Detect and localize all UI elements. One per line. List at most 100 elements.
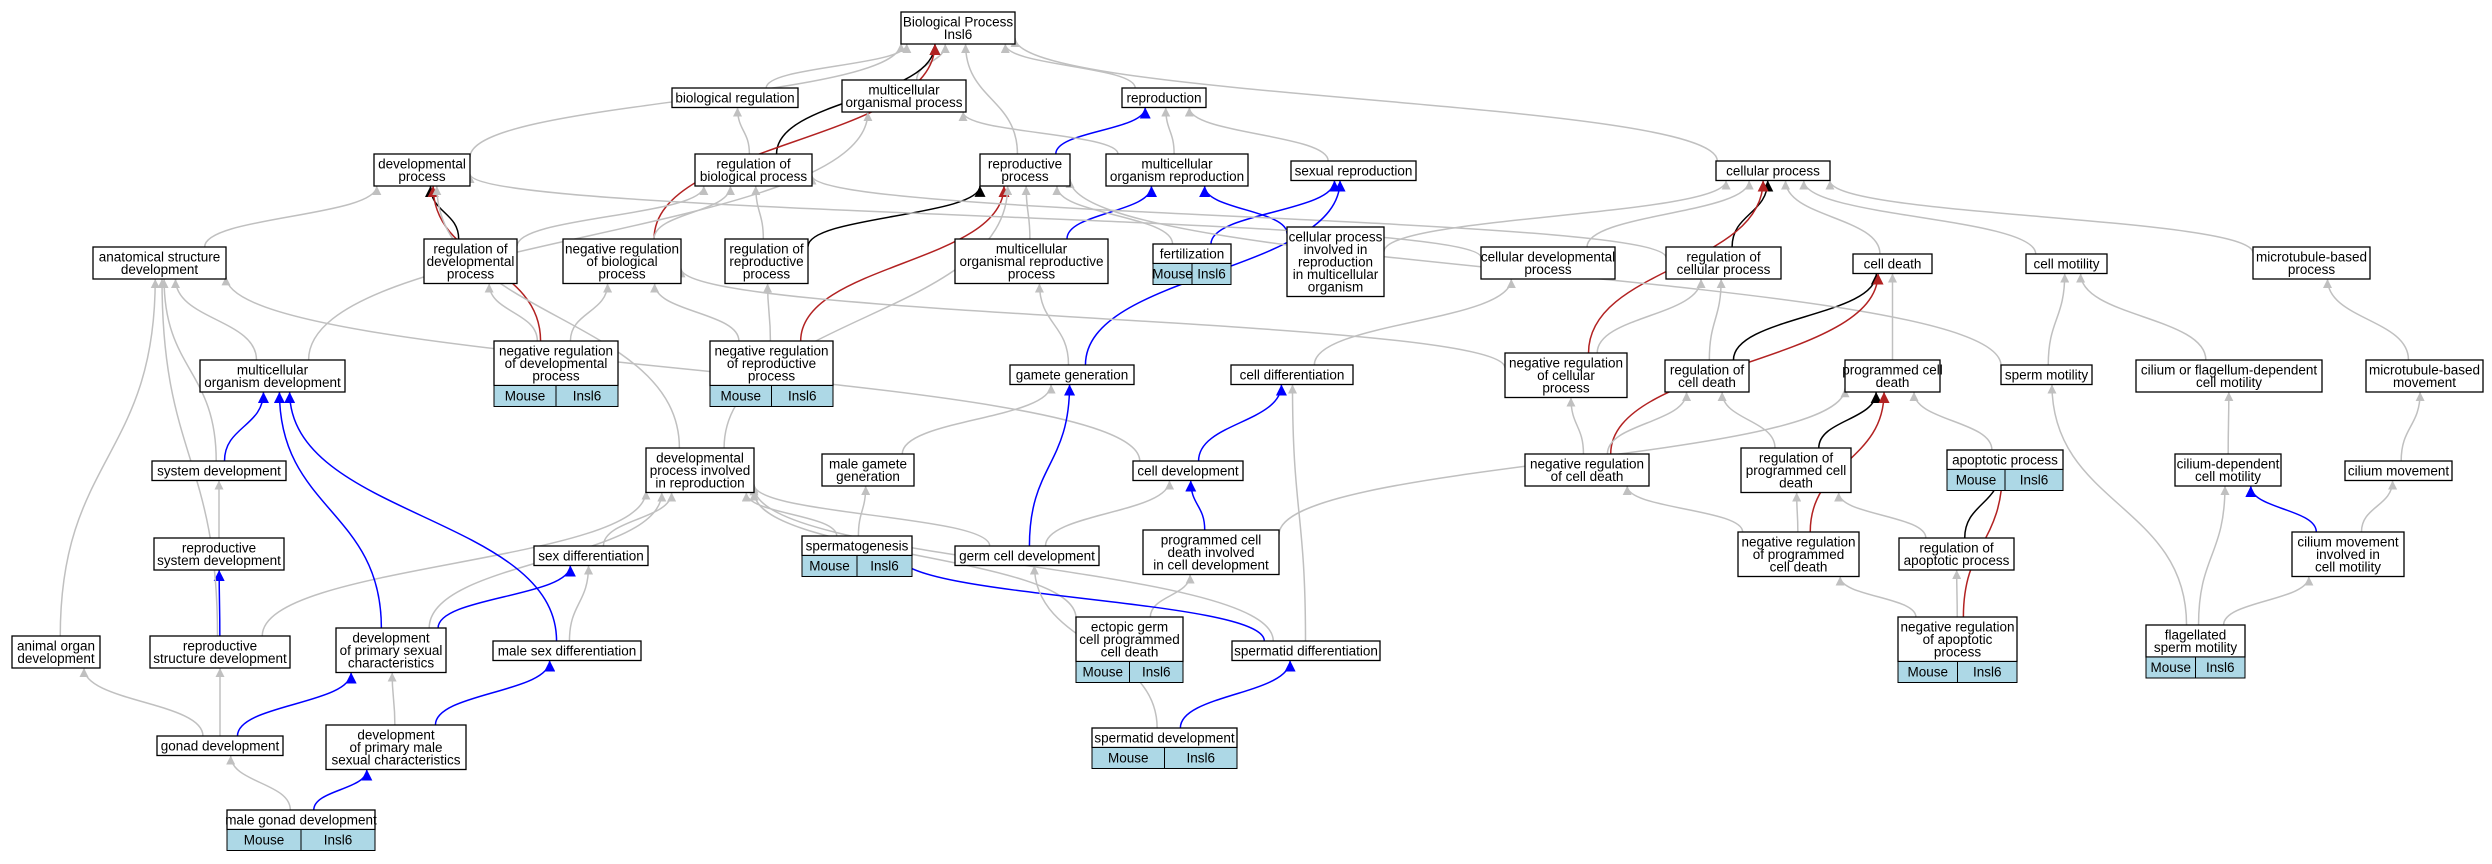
term-box [151,460,287,482]
edge-is-a [1383,180,1731,252]
edge-is-a [2224,391,2234,455]
term-node-spermatid-differentiation[interactable]: spermatid differentiation [1231,640,1381,662]
edge-is-a [59,278,160,637]
term-node-cell-development[interactable]: cell development [1132,460,1244,482]
edge-part-of [284,391,558,642]
annotation-gene-label: Insl6 [1142,665,1171,680]
term-node-sex-differentiation[interactable]: sex differentiation [533,545,649,567]
edge-is-a [1596,278,1706,354]
term-node-cell-death[interactable]: cell death [1852,253,1933,275]
edge-is-a [751,185,765,240]
term-label: organism development [204,375,341,390]
edge-is-a [568,565,594,642]
annotation-gene-label: Insl6 [1186,751,1215,766]
term-node-sperm-motility[interactable]: sperm motility [2000,364,2093,386]
edge-is-a [2400,391,2425,462]
annotation-organism-label: Mouse [505,389,546,404]
term-box [1844,359,1941,393]
term-box [671,87,799,109]
term-label: movement [2393,375,2456,390]
term-label: development [121,262,199,277]
edge-part-of [236,672,357,737]
annotation-organism-label: Mouse [2150,660,2191,675]
term-node-cell-differentiation[interactable]: cell differentiation [1230,364,1354,386]
edge-is-a [650,283,740,342]
term-box [1852,253,1933,275]
term-node-cilium-movement[interactable]: cilium movement [2344,460,2453,482]
term-label: gamete generation [1016,368,1129,383]
edge-is-a [1566,397,1585,455]
term-node-male-sex-differentiation[interactable]: male sex differentiation [492,640,642,662]
annotation-gene-label: Insl6 [788,389,817,404]
term-node-cell-motility[interactable]: cell motility [2025,253,2108,275]
term-label: process [532,369,580,384]
term-box [1665,246,1782,280]
term-label: process [1524,262,1572,277]
edge-is-a [159,278,217,462]
edge-part-of [1055,107,1151,155]
term-node-reproduction[interactable]: reproduction [1121,87,1207,109]
term-node-system-development[interactable]: system development [151,460,287,482]
term-node-germ-cell-development[interactable]: germ cell development [954,545,1100,567]
term-box [2135,359,2323,393]
term-node-cellular-process[interactable]: cellular process [1715,160,1831,182]
term-node-gonad-development[interactable]: gonad development [156,735,284,757]
term-label: cilium movement [2348,464,2450,479]
term-node-biological-regulation[interactable]: biological regulation [671,87,799,109]
term-node-gamete-generation[interactable]: gamete generation [1009,364,1135,386]
term-node-sexual-reproduction[interactable]: sexual reproduction [1290,160,1417,182]
term-label: cell death [1770,560,1828,575]
edge-is-a [1313,278,1516,366]
annotation-gene-label: Insl6 [1973,665,2002,680]
term-box [1524,453,1650,487]
term-box [493,340,619,387]
edge-is-a [958,111,1119,155]
term-label: of cellular [1537,368,1595,383]
